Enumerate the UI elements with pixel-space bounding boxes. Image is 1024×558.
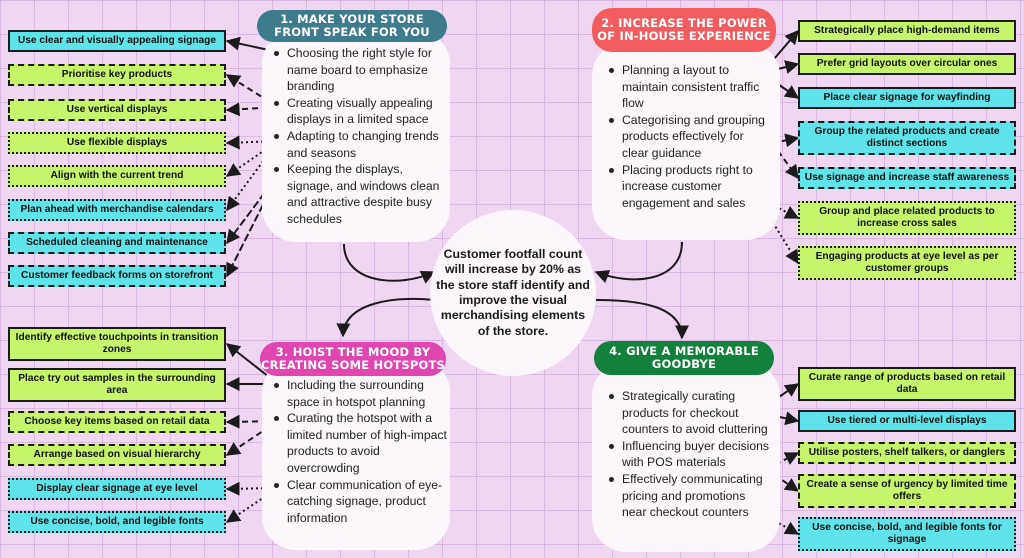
action-box: Curate range of products based on retail… (798, 367, 1016, 401)
action-box: Identify effective touchpoints in transi… (8, 327, 226, 361)
section-1-panel (262, 30, 450, 242)
action-box: Use concise, bold, and legible fonts (8, 511, 226, 533)
action-box: Scheduled cleaning and maintenance (8, 232, 226, 254)
bullet: Adapting to changing trends and seasons (272, 128, 448, 161)
section-3-panel (262, 358, 450, 550)
action-box: Group and place related products to incr… (798, 201, 1016, 235)
action-box: Place try out samples in the surrounding… (8, 368, 226, 402)
bullet: Planning a layout to maintain consistent… (607, 62, 773, 112)
bullet: Curating the hotspot with a limited numb… (272, 410, 448, 476)
bullet: Influencing buyer decisions with POS mat… (607, 438, 773, 471)
action-box: Display clear signage at eye level (8, 478, 226, 500)
action-box: Choose key items based on retail data (8, 411, 226, 433)
bullet: Strategically curating products for chec… (607, 388, 773, 438)
action-box: Group the related products and create di… (798, 121, 1016, 155)
goal-statement: Customer footfall count will increase by… (436, 247, 590, 338)
bullet: Including the surrounding space in hotsp… (272, 377, 448, 410)
bullet: Keeping the displays, signage, and windo… (272, 161, 448, 227)
bullet: Placing products right to increase custo… (607, 162, 773, 212)
action-box: Utilise posters, shelf talkers, or dangl… (798, 442, 1016, 464)
action-box: Use clear and visually appealing signage (8, 30, 226, 52)
action-box: Prefer grid layouts over circular ones (798, 53, 1016, 75)
bullet: Choosing the right style for name board … (272, 45, 448, 95)
section-4-bullets: Strategically curating products for chec… (607, 388, 773, 521)
action-box: Place clear signage for wayfinding (798, 87, 1016, 109)
action-box: Strategically place high-demand items (798, 20, 1016, 42)
goal-circle: Customer footfall count will increase by… (430, 210, 596, 376)
bullet: Creating visually appealing displays in … (272, 95, 448, 128)
action-box: Use flexible displays (8, 132, 226, 154)
section-1-title: 1. Make your store front speak for you (257, 10, 447, 42)
action-box: Create a sense of urgency by limited tim… (798, 474, 1016, 508)
section-3-bullets: Including the surrounding space in hotsp… (272, 377, 448, 526)
action-box: Arrange based on visual hierarchy (8, 444, 226, 466)
bullet: Effectively communicating pricing and pr… (607, 471, 773, 521)
action-box: Use concise, bold, and legible fonts for… (798, 517, 1016, 551)
section-2-panel (592, 42, 780, 240)
action-box: Align with the current trend (8, 165, 226, 187)
section-4-panel (592, 362, 780, 552)
action-box: Prioritise key products (8, 64, 226, 86)
action-box: Engaging products at eye level as per cu… (798, 246, 1016, 280)
section-3-title: 3. Hoist the mood by creating some hotsp… (260, 342, 446, 376)
action-box: Use vertical displays (8, 99, 226, 121)
bullet: Clear communication of eye-catching sign… (272, 477, 448, 527)
action-box: Customer feedback forms on storefront (8, 265, 226, 287)
action-box: Plan ahead with merchandise calendars (8, 199, 226, 221)
action-box: Use tiered or multi-level displays (798, 410, 1016, 432)
section-4-title: 4. Give a memorable goodbye (594, 341, 774, 375)
section-2-title: 2. Increase the power of in-house experi… (592, 8, 776, 52)
section-2-bullets: Planning a layout to maintain consistent… (607, 62, 773, 211)
action-box: Use signage and increase staff awareness (798, 167, 1016, 189)
bullet: Categorising and grouping products effec… (607, 112, 773, 162)
section-1-bullets: Choosing the right style for name board … (272, 45, 448, 228)
